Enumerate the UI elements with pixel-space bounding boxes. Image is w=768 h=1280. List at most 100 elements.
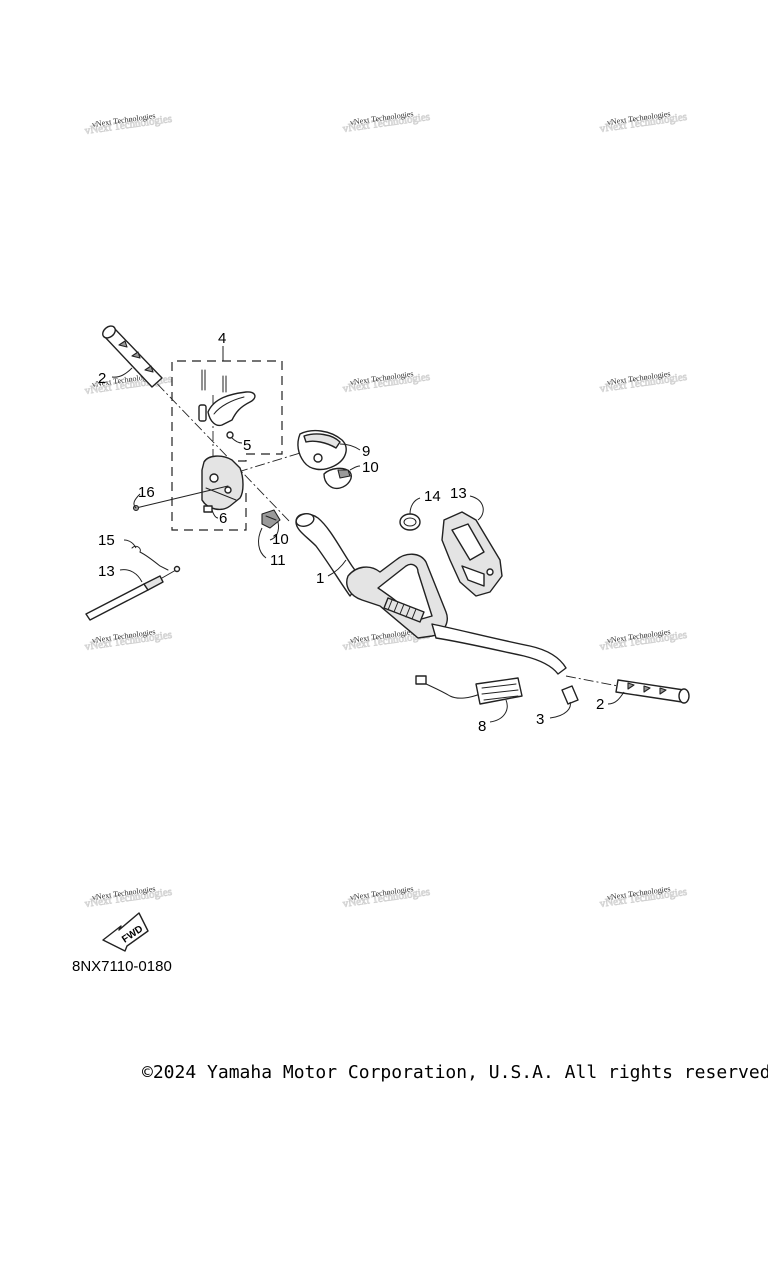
leader-10 [269, 521, 279, 541]
watermark: vNext Technologies vNext Technologies [84, 371, 173, 397]
callout-2-right: 2 [596, 696, 604, 713]
callout-1: 1 [316, 570, 324, 587]
clip-9-detail [337, 469, 351, 479]
leader-3 [549, 701, 571, 719]
switch-10-body [261, 509, 281, 529]
handlebar-left-end [295, 513, 315, 527]
fwd-arrow-icon [102, 912, 149, 952]
leader-6 [211, 509, 219, 519]
part-endcap-3 [561, 685, 579, 705]
wiring-7-connector [415, 675, 427, 685]
watermark: vNext Technologies vNext Technologies [342, 884, 431, 910]
watermark: vNext Technologies vNext Technologies [599, 109, 688, 135]
ring-14-inner [403, 517, 417, 527]
cable-12-adjuster [143, 575, 164, 591]
wiring-7-body [475, 677, 523, 705]
diagram-code: 8NX7110-0180 [72, 958, 172, 975]
leader-7 [489, 699, 508, 723]
bracket-13-lower [461, 565, 485, 587]
spring-small [226, 431, 234, 439]
bracket-13-slot [451, 523, 485, 561]
part-bracket-13 [441, 511, 503, 597]
axis-line-cover [237, 449, 311, 473]
callout-10: 10 [272, 531, 289, 548]
axis-line-right-grip [565, 675, 619, 687]
clip-15 [131, 545, 169, 571]
leader-12 [119, 569, 143, 583]
callout-12: 13 [98, 563, 115, 580]
callout-9: 10 [362, 459, 379, 476]
watermark: vNext Technologies vNext Technologies [342, 369, 431, 395]
watermark: vNext Technologies vNext Technologies [599, 627, 688, 653]
leader-1 [327, 559, 347, 577]
housing-hole-1 [209, 473, 219, 483]
watermark: vNext Technologies vNext Technologies [599, 369, 688, 395]
cable-12-end [173, 565, 181, 573]
bushing [198, 404, 207, 422]
callout-14: 14 [424, 488, 441, 505]
callout-numbers: 4 2 5 9 10 16 6 10 11 15 13 1 14 13 8 3 … [98, 330, 604, 735]
grip-left-pattern [118, 340, 154, 373]
cover-8-top [303, 433, 341, 449]
handlebar-knurl-lines [387, 599, 417, 620]
leader-2-right [607, 691, 625, 705]
throttle-housing [201, 455, 244, 511]
part-cover-8 [297, 429, 347, 471]
watermarks: vNext Technologies vNext Technologies vN… [84, 109, 688, 910]
cable-12-wire [161, 569, 177, 579]
leader-9 [349, 465, 361, 471]
assembly-box-4 [171, 360, 283, 531]
leader-15 [123, 539, 137, 549]
screw-6 [203, 505, 213, 513]
grip-right-pattern [627, 682, 667, 695]
callout-15: 15 [98, 532, 115, 549]
leader-16 [133, 493, 141, 509]
leader-2-left [111, 367, 133, 378]
endcap-3 [561, 685, 579, 705]
callout-4: 4 [218, 330, 226, 347]
callout-7: 8 [478, 718, 486, 735]
part-clip-9 [323, 467, 352, 490]
part-grip-left [102, 325, 163, 388]
handlebar-right-tube [431, 623, 567, 675]
wiring-7-lead [421, 681, 481, 699]
leader-14 [409, 497, 421, 515]
assembly-box-outline [171, 360, 283, 531]
part-wiring-7 [415, 675, 523, 705]
callout-2-left: 2 [98, 370, 106, 387]
ring-14-outer [399, 513, 421, 531]
handlebar-knurl [383, 597, 425, 623]
bracket-13-hole [486, 568, 494, 576]
cable-12-sheath [85, 583, 149, 621]
callout-6: 6 [219, 510, 227, 527]
fwd-arrow: FWD [102, 912, 149, 952]
callout-3: 3 [536, 711, 544, 728]
part-clip-15 [131, 545, 169, 571]
callout-16: 16 [138, 484, 155, 501]
watermark: vNext Technologies vNext Technologies [84, 627, 173, 653]
part-throttle-assembly [198, 369, 256, 513]
wiring-7-stripes [481, 683, 519, 701]
callout-leaders [111, 346, 625, 723]
throttle-lever-detail [213, 396, 245, 415]
part-cable-12 [85, 565, 181, 621]
callout-5: 5 [243, 437, 251, 454]
callout-13: 13 [450, 485, 467, 502]
callout-11: 11 [270, 552, 286, 569]
grip-right-body [615, 679, 685, 703]
leader-13 [469, 495, 484, 521]
grip-right-end [678, 688, 690, 704]
part-handlebar [295, 513, 567, 675]
grip-left-end [102, 325, 116, 339]
leader-5 [231, 437, 243, 444]
leader-11 [258, 527, 267, 559]
watermark: vNext Technologies vNext Technologies [342, 109, 431, 135]
leader-8 [339, 443, 361, 451]
watermark: vNext Technologies vNext Technologies [84, 884, 173, 910]
part-ring-14 [399, 513, 421, 531]
copyright-notice: ©2024 Yamaha Motor Corporation, U.S.A. A… [142, 1062, 768, 1083]
watermark: vNext Technologies vNext Technologies [599, 884, 688, 910]
watermark: vNext Technologies vNext Technologies [84, 111, 173, 137]
cover-8-hole [313, 453, 323, 463]
